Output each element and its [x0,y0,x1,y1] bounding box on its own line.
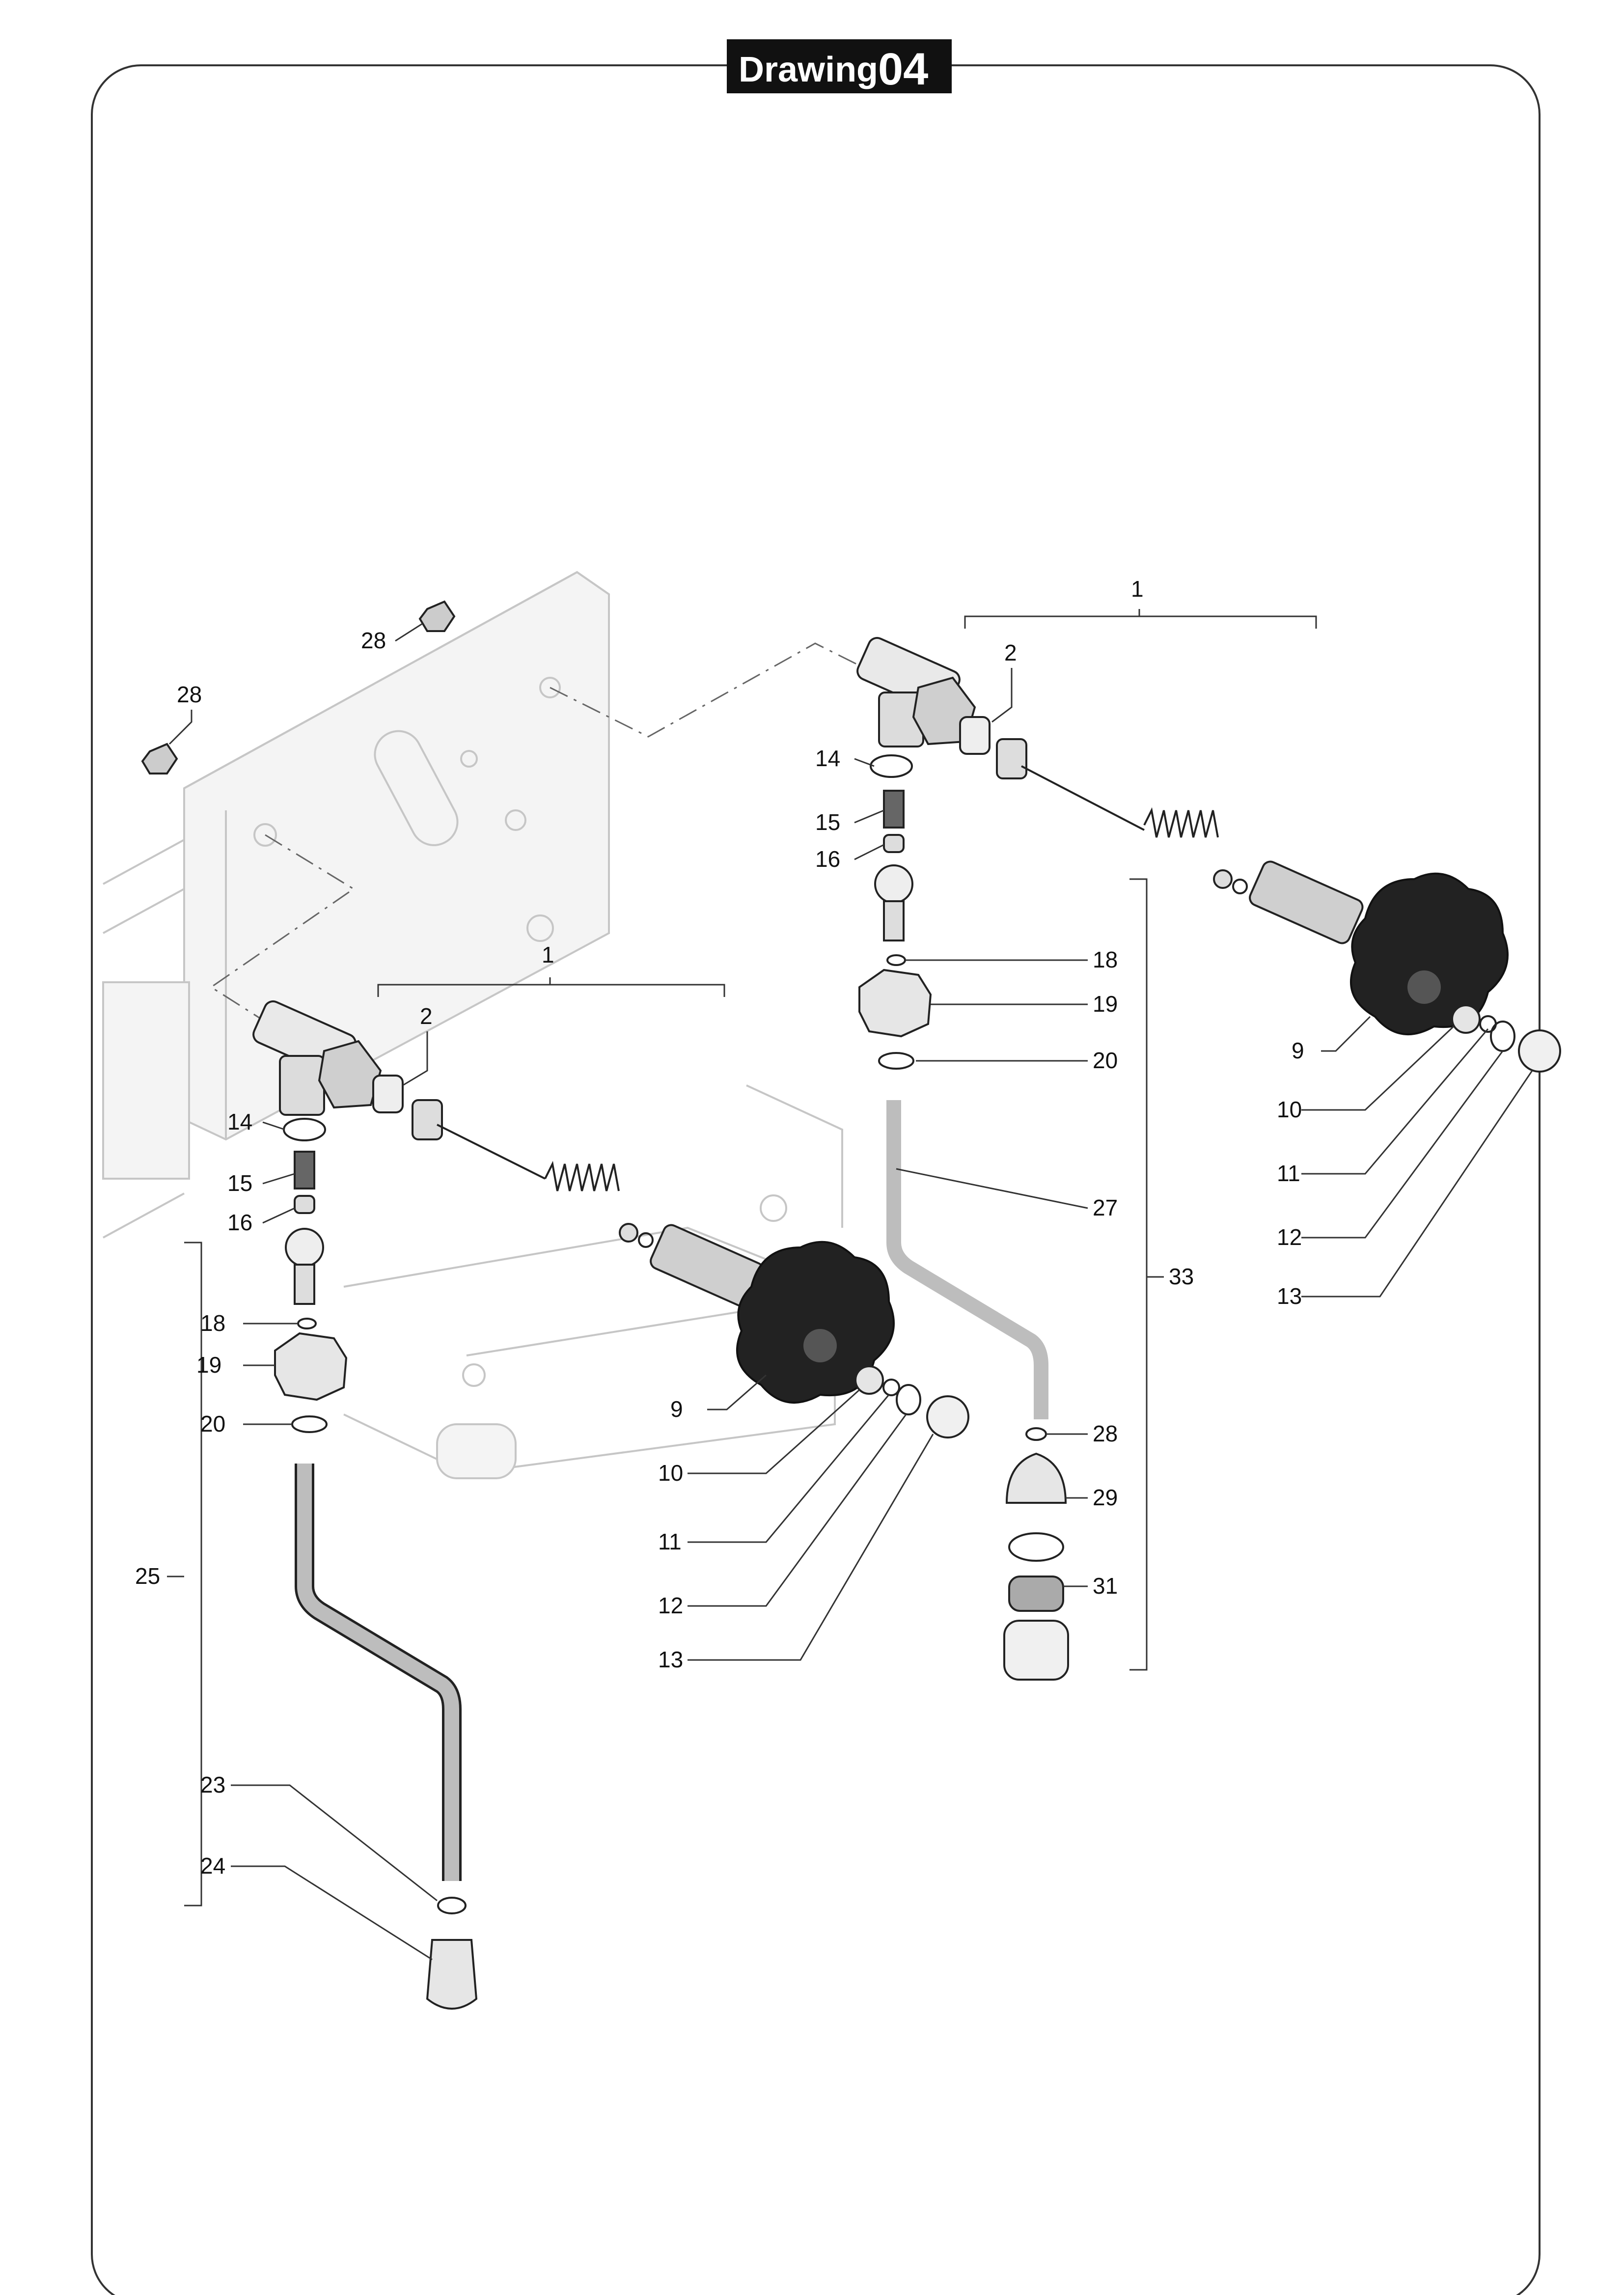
right-oring-small [1213,869,1233,889]
label-left-25: 25 [135,1563,160,1589]
right-oring-small-b [1232,879,1248,894]
label-left-12: 12 [658,1593,683,1618]
label-frame-nut-a: 28 [361,628,386,653]
label-left-9: 9 [670,1396,683,1422]
left-stem-guide [412,1099,443,1140]
frame-nut-b [141,743,178,774]
right-nut-19 [858,968,932,1038]
drawing-title: Drawing 04 [727,39,952,94]
left-stem-end [854,1365,884,1395]
label-right-15: 15 [815,809,840,835]
label-left-10: 10 [658,1460,683,1486]
label-left-18: 18 [200,1310,225,1336]
right-ring-30 [1008,1532,1064,1562]
label-right-16: 16 [815,846,840,872]
right-cap [1518,1029,1561,1073]
label-right-14: 14 [815,746,840,771]
label-right-1: 1 [1131,576,1144,602]
label-right-10: 10 [1277,1097,1302,1122]
left-tee-body [252,1000,382,1116]
right-threaded-fitting [1249,860,1364,944]
right-stem-end [1451,1004,1481,1034]
title-word: Drawing [739,50,878,89]
right-washer-20 [878,1052,914,1070]
left-nut-19 [274,1332,348,1401]
label-right-20: 20 [1093,1048,1118,1073]
left-tip-24 [426,1939,478,2010]
left-stem [437,1124,546,1180]
right-oring-18 [886,954,906,966]
label-left-16: 16 [227,1210,252,1235]
label-left-14: 14 [227,1109,252,1134]
right-seat-16 [883,834,905,853]
right-spring [1143,807,1219,838]
label-frame-nut-b: 28 [177,682,202,707]
left-cap [926,1395,969,1438]
label-left-1: 1 [542,942,554,968]
label-left-20: 20 [200,1411,225,1437]
left-ball-valve [285,1228,324,1305]
right-valve-assembly [856,636,1561,1681]
label-left-11: 11 [658,1529,682,1554]
right-nozzle-29 [1005,1452,1067,1504]
left-ring [896,1384,921,1415]
label-right-31: 31 [1093,1573,1118,1599]
left-clip [882,1379,900,1396]
label-left-24: 24 [200,1853,225,1879]
left-spring-15 [294,1151,315,1189]
left-oring-18 [297,1318,317,1329]
title-number: 04 [878,44,928,94]
left-oring-small [619,1223,638,1243]
right-spring-15 [883,790,905,829]
label-right-28: 28 [1093,1421,1118,1446]
right-filter-31 [1008,1576,1064,1612]
right-ball-valve [874,864,913,941]
right-stem-guide [996,738,1027,779]
label-left-19: 19 [196,1352,221,1378]
left-valve-assembly [252,1000,969,2010]
label-right-13: 13 [1277,1283,1302,1309]
label-right-29: 29 [1093,1485,1118,1510]
right-oring-14 [870,754,913,778]
right-cup [1003,1620,1069,1681]
left-oring-23 [437,1897,467,1914]
part-labels: 1 2 14 15 16 18 19 20 27 28 29 31 33 9 1… [135,576,1304,1879]
left-sleeve [372,1075,404,1113]
label-right-9: 9 [1292,1038,1304,1063]
label-right-19: 19 [1093,991,1118,1017]
right-sleeve [959,716,991,755]
assembly-centerlines [210,642,865,1023]
right-knob [1350,872,1509,1035]
label-left-15: 15 [227,1170,252,1196]
label-left-23: 23 [200,1772,225,1797]
right-stem [1021,765,1145,831]
label-left-2: 2 [420,1003,433,1029]
label-right-18: 18 [1093,947,1118,972]
label-right-27: 27 [1093,1195,1118,1220]
machine-frame-ghost [102,571,843,1479]
left-spring [544,1161,620,1191]
left-knob [736,1241,895,1404]
frame-nut-a [418,600,456,632]
label-right-11: 11 [1277,1161,1300,1186]
label-right-33: 33 [1169,1264,1194,1289]
leader-lines [167,609,1533,1961]
label-left-13: 13 [658,1647,683,1672]
left-oring-small-b [638,1232,654,1248]
label-right-2: 2 [1004,640,1017,665]
label-right-12: 12 [1277,1224,1302,1250]
left-seat-16 [294,1195,315,1214]
